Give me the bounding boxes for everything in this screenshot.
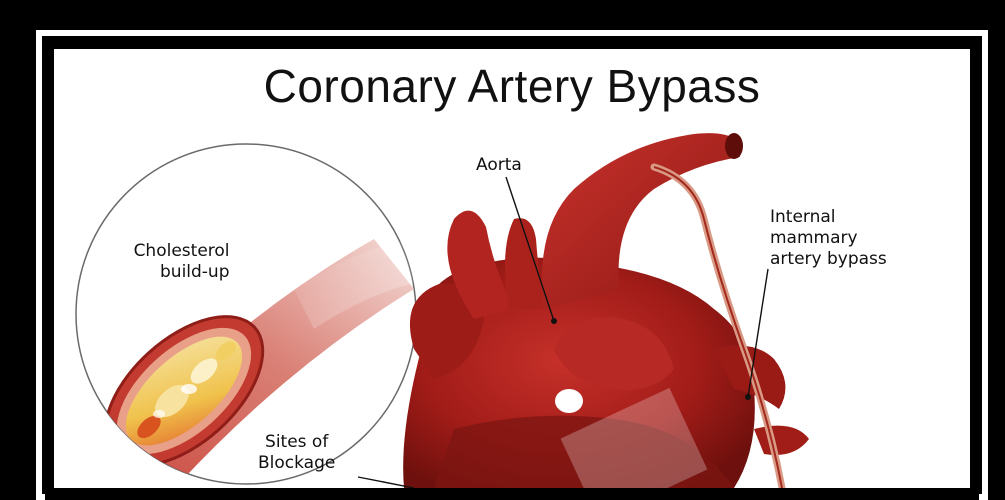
label-cholesterol-build-up: Cholesterol build-up bbox=[116, 241, 230, 283]
magnified-vessel-inset bbox=[76, 144, 434, 488]
label-sites-line1: Sites of bbox=[258, 432, 335, 453]
label-sites-line2: Blockage bbox=[258, 453, 335, 474]
label-aorta: Aorta bbox=[476, 155, 522, 176]
diagram-title: Coronary Artery Bypass bbox=[54, 59, 970, 113]
label-sites-of-blockage: Sites of Blockage bbox=[258, 432, 335, 474]
diagram-canvas: Coronary Artery Bypass Aorta Cholesterol… bbox=[54, 49, 970, 488]
heart-illustration bbox=[403, 133, 809, 488]
label-ima-line3: artery bypass bbox=[770, 249, 887, 270]
label-cholesterol-line2: build-up bbox=[116, 262, 230, 283]
label-ima-line1: Internal bbox=[770, 207, 887, 228]
label-internal-mammary-artery-bypass: Internal mammary artery bypass bbox=[770, 207, 887, 270]
label-aorta-text: Aorta bbox=[476, 155, 522, 175]
label-ima-line2: mammary bbox=[770, 228, 887, 249]
label-cholesterol-line1: Cholesterol bbox=[116, 241, 230, 262]
